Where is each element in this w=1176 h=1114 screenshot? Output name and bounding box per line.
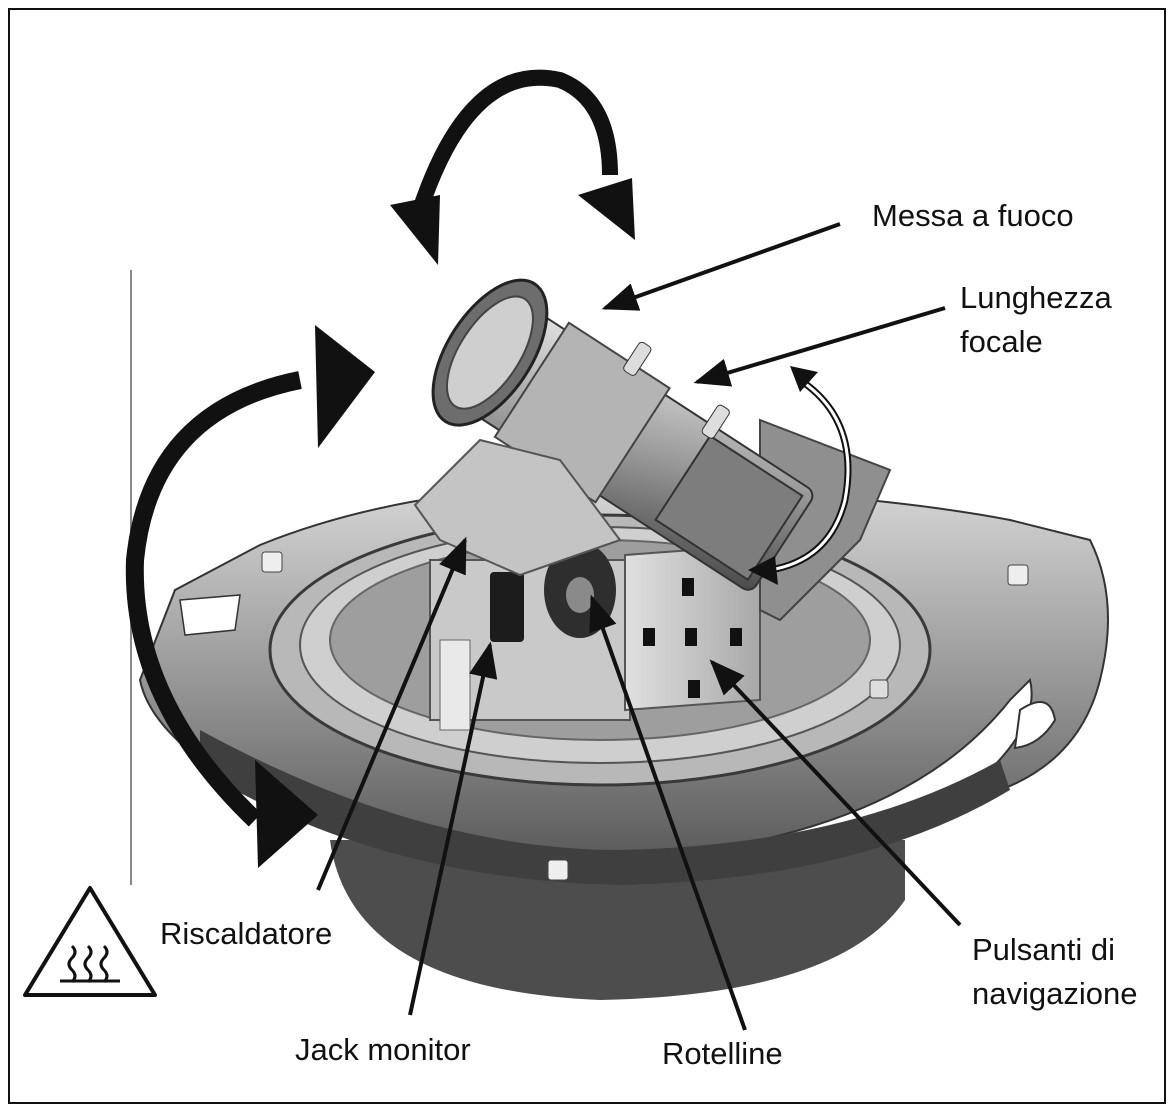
electronics-block [429,542,631,731]
label-heater: Riscaldatore [160,916,333,951]
hot-surface-warning-icon [23,886,157,997]
label-focal-length-line2: focale [960,324,1043,359]
wheels-leader [589,594,747,1031]
heater-leader [316,536,467,891]
rotation-arrow-icon [125,69,852,868]
monitor-jack-connector [490,572,524,642]
label-wheels: Rotelline [662,1036,783,1071]
label-nav-buttons-line1: Pulsanti di [972,932,1116,967]
label-monitor-jack: Jack monitor [295,1032,471,1067]
label-focus: Messa a fuoco [872,198,1074,233]
callout-lines [316,222,962,1031]
label-nav-buttons-line2: navigazione [972,976,1138,1011]
nav-buttons-leader [709,659,962,927]
focal-length-leader [693,306,946,387]
monitor-jack-leader [408,641,498,1016]
label-focal-length-line1: Lunghezza [960,280,1112,315]
focus-leader [601,222,841,311]
